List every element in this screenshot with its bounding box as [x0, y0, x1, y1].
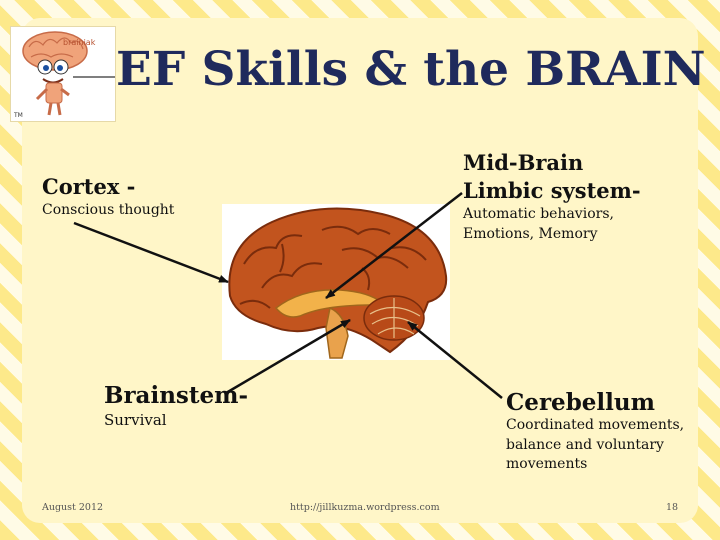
brain-mascot-logo: brainiak TM	[10, 26, 116, 122]
cerebellum-description-line3: movements	[506, 456, 588, 472]
midbrain-description-line2: Emotions, Memory	[463, 226, 598, 242]
brainstem-heading: Brainstem-	[104, 382, 249, 409]
footer-date: August 2012	[42, 502, 104, 513]
limbic-system-heading: Limbic system-	[463, 178, 641, 203]
cerebellum-description-line2: balance and voluntary	[506, 437, 664, 453]
logo-text: brainiak	[63, 38, 96, 47]
cerebellum-heading: Cerebellum	[506, 389, 655, 416]
brain-cross-section-image	[222, 204, 450, 360]
cortex-description: Conscious thought	[42, 202, 175, 218]
brain-mascot-icon: brainiak	[22, 31, 115, 116]
cortex-heading: Cortex -	[42, 174, 136, 199]
brain-illustration	[228, 207, 448, 359]
cerebellum-description-line1: Coordinated movements,	[506, 417, 685, 433]
brainstem-description: Survival	[104, 411, 167, 429]
midbrain-heading: Mid-Brain	[463, 150, 584, 175]
footer-url: http://jillkuzma.wordpress.com	[290, 502, 440, 513]
midbrain-description-line1: Automatic behaviors,	[463, 206, 614, 222]
slide-title: EF Skills & the BRAIN	[116, 42, 706, 97]
trademark-mark: TM	[14, 112, 23, 119]
slide-number: 18	[666, 502, 679, 513]
